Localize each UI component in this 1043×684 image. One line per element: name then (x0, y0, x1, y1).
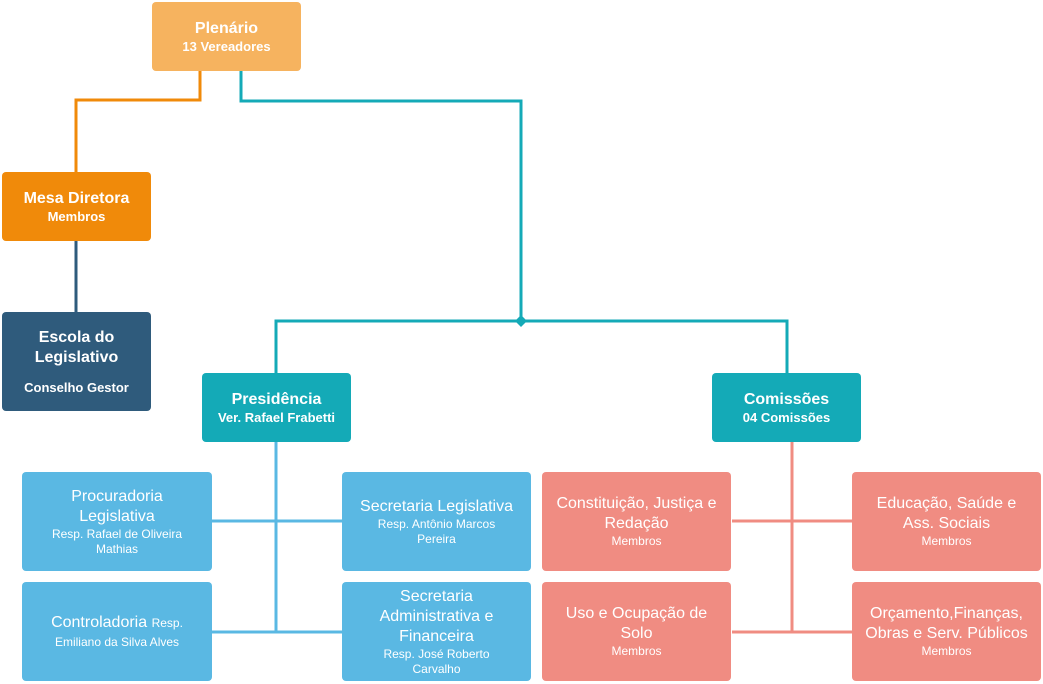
node-secretaria-legislativa: Secretaria Legislativa Resp. Antônio Mar… (342, 472, 531, 571)
node-uso-solo-title: Uso e Ocupação de Solo (565, 605, 708, 642)
connector-plenario-mesa (74, 71, 202, 172)
node-comissao-orcamento: Orçamento,Finanças, Obras e Serv. Públic… (852, 582, 1041, 681)
node-plenario-sub: 13 Vereadores (182, 38, 271, 54)
node-procuradoria-title: Procuradoria Legislativa (71, 487, 163, 525)
node-mesa-title: Mesa Diretora (23, 189, 130, 207)
node-educacao-title: Educação, Saúde e Ass. Sociais (876, 495, 1017, 532)
node-constituicao-sub: Membros (611, 534, 662, 548)
node-secretaria-administrativa: Secretaria Administrativa e Financeira R… (342, 582, 531, 681)
junction-diamond (515, 315, 527, 327)
node-comissoes-sub: 04 Comissões (742, 409, 831, 425)
node-presidencia: Presidência Ver. Rafael Frabetti (202, 373, 351, 442)
node-sec-legislativa-title: Secretaria Legislativa (360, 497, 513, 515)
node-orcamento-title: Orçamento,Finanças, Obras e Serv. Públic… (865, 605, 1028, 642)
node-plenario-title: Plenário (194, 19, 259, 37)
connector-presidencia-comissoes (274, 319, 789, 373)
node-controladoria: Controladoria Resp. Emiliano da Silva Al… (22, 582, 212, 681)
node-comissoes-title: Comissões (743, 390, 830, 408)
node-escola-title: Escola do Legislativo (34, 328, 119, 366)
node-uso-solo-sub: Membros (611, 644, 662, 658)
node-educacao-sub: Membros (921, 534, 972, 548)
node-constituicao-title: Constituição, Justiça e Redação (556, 495, 717, 532)
node-escola-legislativo: Escola do Legislativo Conselho Gestor (2, 312, 151, 411)
node-orcamento-sub: Membros (921, 644, 972, 658)
node-presidencia-title: Presidência (231, 390, 322, 408)
node-comissoes: Comissões 04 Comissões (712, 373, 861, 442)
node-procuradoria-sub: Resp. Rafael de Oliveira Mathias (51, 526, 183, 556)
node-procuradoria: Procuradoria Legislativa Resp. Rafael de… (22, 472, 212, 571)
node-controladoria-sub: Resp. Emiliano da Silva Alves (54, 615, 183, 649)
connector-plenario-split (239, 71, 523, 321)
node-mesa-sub: Membros (47, 208, 106, 224)
node-mesa-diretora: Mesa Diretora Membros (2, 172, 151, 241)
node-sec-administrativa-title: Secretaria Administrativa e Financeira (379, 587, 494, 645)
node-escola-sub: Conselho Gestor (24, 379, 129, 395)
node-controladoria-title: Controladoria (51, 613, 148, 631)
node-presidencia-sub: Ver. Rafael Frabetti (217, 409, 336, 425)
node-sec-administrativa-sub: Resp. José Roberto Carvalho (383, 646, 490, 676)
node-sec-legislativa-sub: Resp. Antônio Marcos Pereira (377, 516, 496, 546)
node-plenario: Plenário 13 Vereadores (152, 2, 301, 71)
node-comissao-constituicao: Constituição, Justiça e Redação Membros (542, 472, 731, 571)
node-comissao-educacao: Educação, Saúde e Ass. Sociais Membros (852, 472, 1041, 571)
node-comissao-uso-solo: Uso e Ocupação de Solo Membros (542, 582, 731, 681)
